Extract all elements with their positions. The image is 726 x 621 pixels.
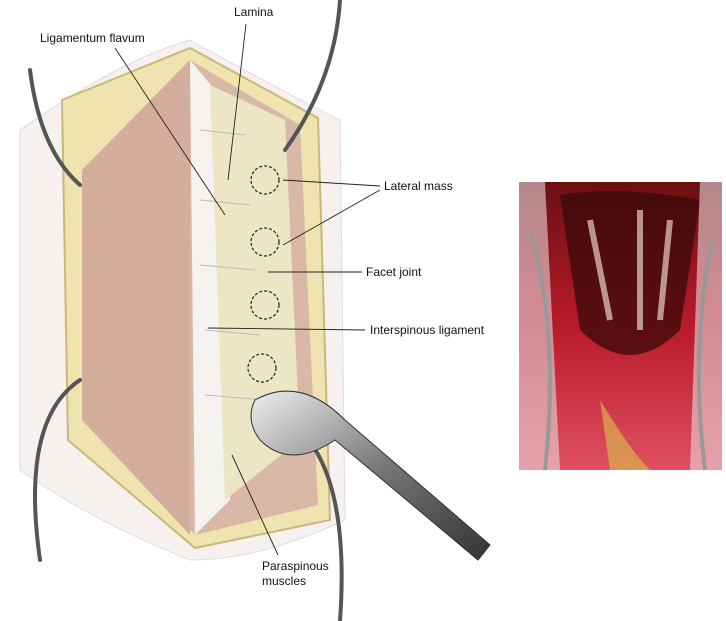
label-facet-joint: Facet joint <box>366 265 422 279</box>
retractor-hook <box>28 68 82 187</box>
lateral-mass-marker <box>250 165 280 195</box>
skin-incision <box>19 39 346 561</box>
retractor-hook <box>33 378 82 562</box>
label-paraspinous-line2: muscles <box>262 574 306 588</box>
interspinous-ligament-area <box>190 60 230 535</box>
periosteal-elevator-icon <box>250 390 491 561</box>
lateral-mass-marker <box>250 290 280 320</box>
lateral-mass-markers <box>247 165 280 383</box>
label-paraspinous-line1: Paraspinous <box>262 559 329 573</box>
label-interspinous-ligament: Interspinous ligament <box>370 323 485 337</box>
label-lamina: Lamina <box>234 5 274 19</box>
lateral-mass-marker <box>247 353 277 383</box>
leader-lines <box>114 23 381 556</box>
intraoperative-photo <box>519 182 722 471</box>
left-muscle-wall <box>82 60 190 535</box>
label-ligamentum-flavum: Ligamentum flavum <box>40 31 145 45</box>
lateral-mass-marker <box>250 227 280 257</box>
retractor-hook <box>283 0 342 152</box>
label-lateral-mass: Lateral mass <box>384 179 453 193</box>
